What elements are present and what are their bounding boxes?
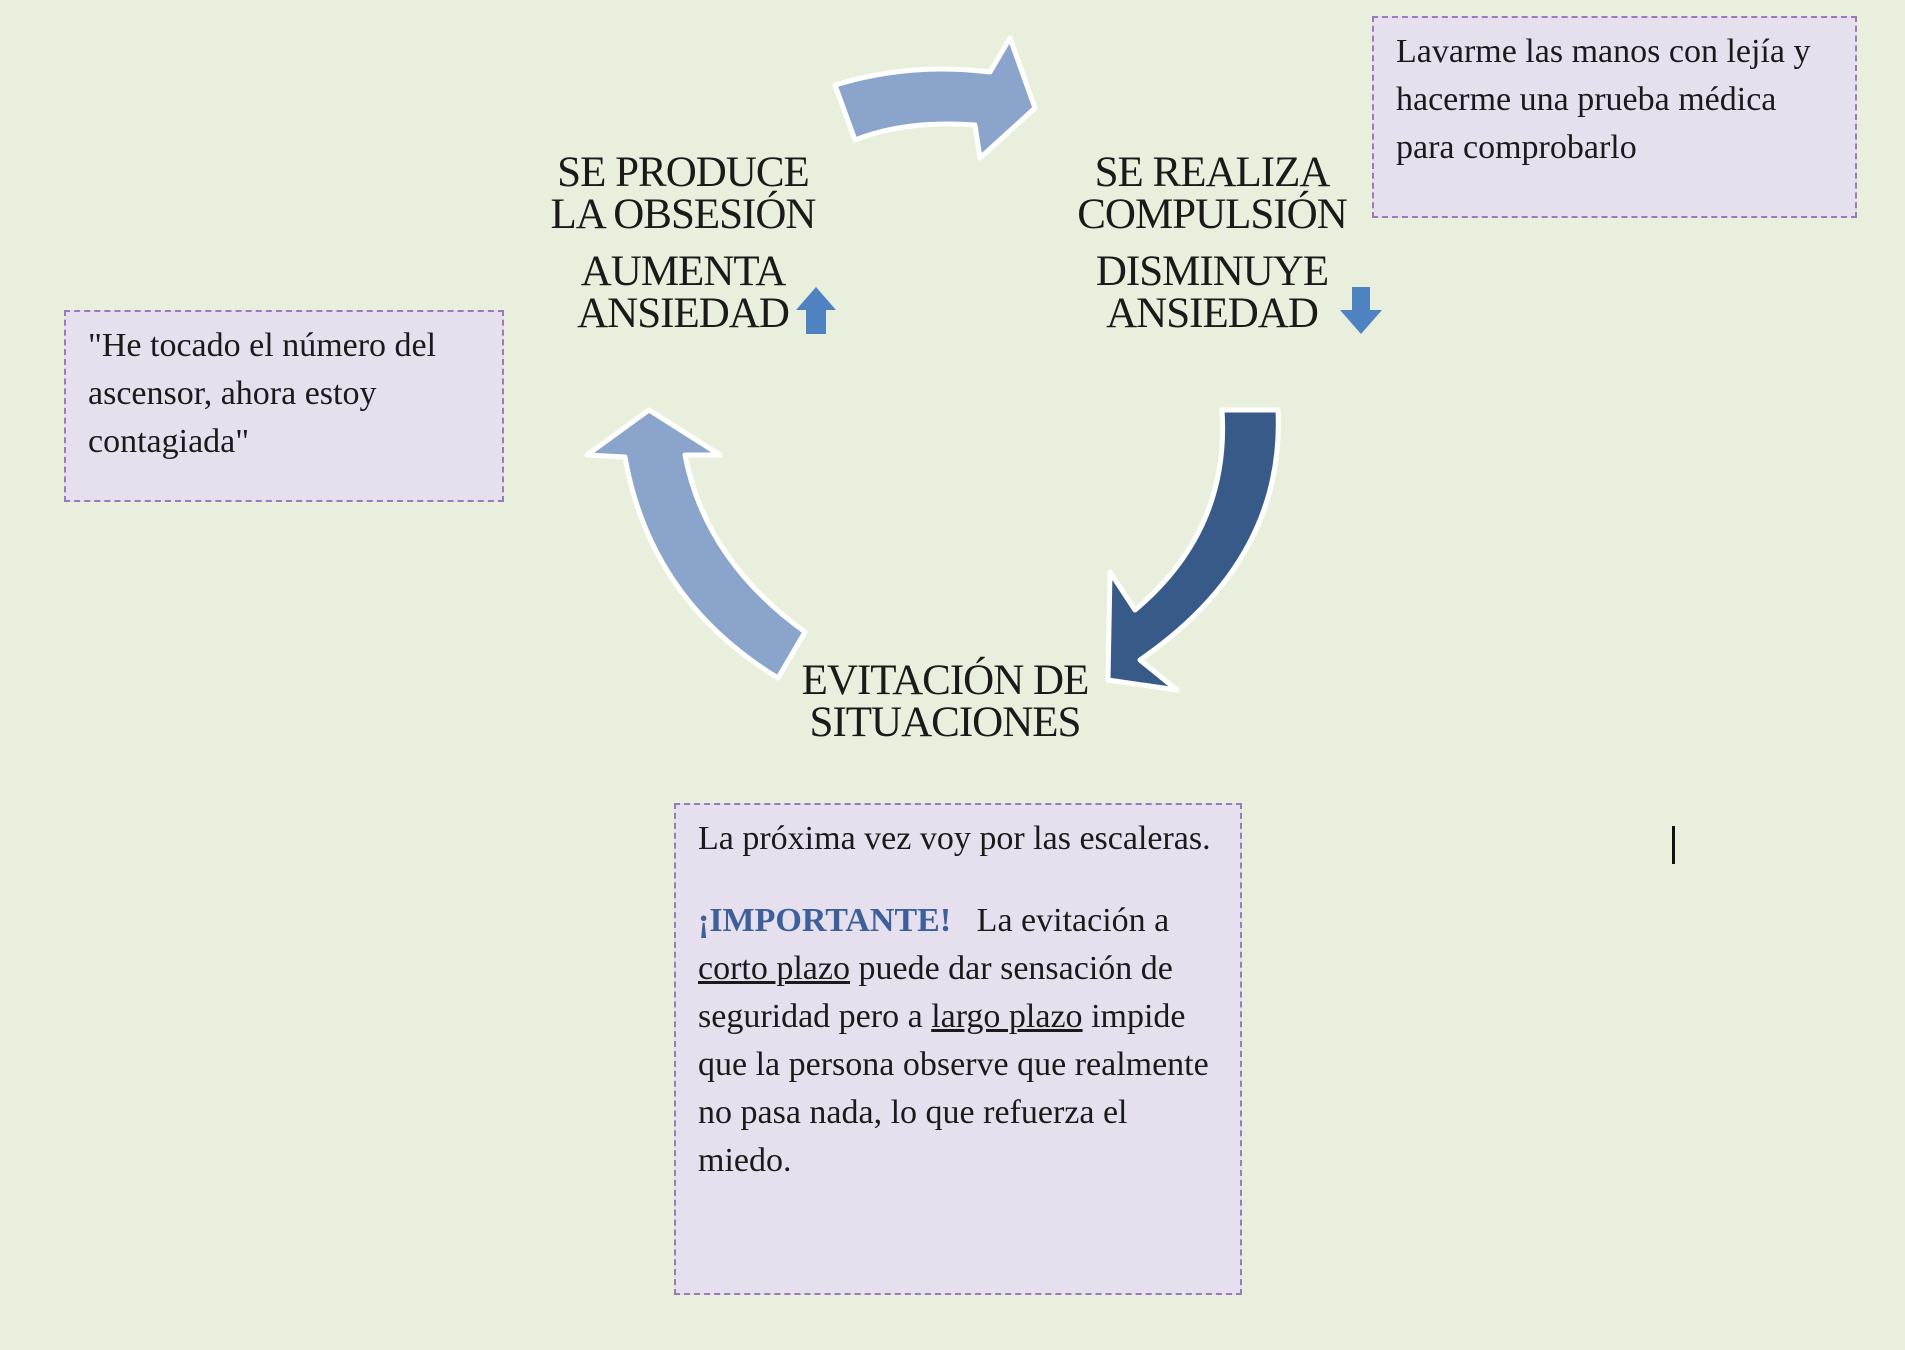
note-compulsion-example: Lavarme las manos con lejía y hacerme un… <box>1372 16 1857 218</box>
note-avoidance-text: La próxima vez voy por las escaleras. <box>698 820 1211 857</box>
stage-compulsion-line1: SE REALIZA <box>1094 149 1331 196</box>
important-text-3: impide que la persona observe que realme… <box>698 998 1209 1179</box>
anxiety-increase: AUMENTA ANSIEDAD <box>568 248 798 337</box>
anxiety-increase-line1: AUMENTA <box>580 248 787 295</box>
arrow-down-icon <box>1340 287 1382 334</box>
important-label: ¡IMPORTANTE! <box>698 902 952 939</box>
anxiety-increase-line2: ANSIEDAD <box>577 290 790 337</box>
stage-compulsion-line2: COMPULSIÓN <box>1077 191 1348 238</box>
note-compulsion-text: Lavarme las manos con lejía y hacerme un… <box>1396 33 1811 166</box>
cycle-arrow-top <box>832 35 1038 161</box>
anxiety-decrease-line2: ANSIEDAD <box>1106 290 1319 337</box>
important-text-2: puede dar sensación de seguridad pero a <box>698 950 1173 1035</box>
stage-obsession-line1: SE PRODUCE <box>557 149 810 196</box>
anxiety-decrease-line1: DISMINUYE <box>1095 248 1329 295</box>
note-important: ¡IMPORTANTE! La evitación a corto plazo … <box>698 897 1218 1185</box>
note-obsession-text: "He tocado el número del ascensor, ahora… <box>88 327 437 460</box>
arrow-up-icon <box>796 287 836 334</box>
cycle-arrow-left <box>584 407 808 681</box>
stage-obsession-line2: LA OBSESIÓN <box>550 191 817 238</box>
anxiety-decrease: DISMINUYE ANSIEDAD <box>1082 248 1342 337</box>
stage-compulsion: SE REALIZA COMPULSIÓN <box>1072 149 1352 238</box>
important-long-term: largo plazo <box>931 998 1083 1035</box>
important-text-1: La evitación a <box>976 902 1170 939</box>
note-obsession-example: "He tocado el número del ascensor, ahora… <box>64 310 504 502</box>
stage-avoidance-line2: SITUACIONES <box>809 699 1082 746</box>
important-short-term: corto plazo <box>698 950 850 987</box>
stage-avoidance-line1: EVITACIÓN DE <box>801 657 1090 704</box>
text-cursor <box>1672 826 1675 864</box>
cycle-arrow-right <box>1105 407 1281 693</box>
note-avoidance-example: La próxima vez voy por las escaleras. ¡I… <box>674 803 1242 1295</box>
stage-avoidance: EVITACIÓN DE SITUACIONES <box>780 657 1110 746</box>
stage-obsession: SE PRODUCE LA OBSESIÓN <box>548 149 818 238</box>
